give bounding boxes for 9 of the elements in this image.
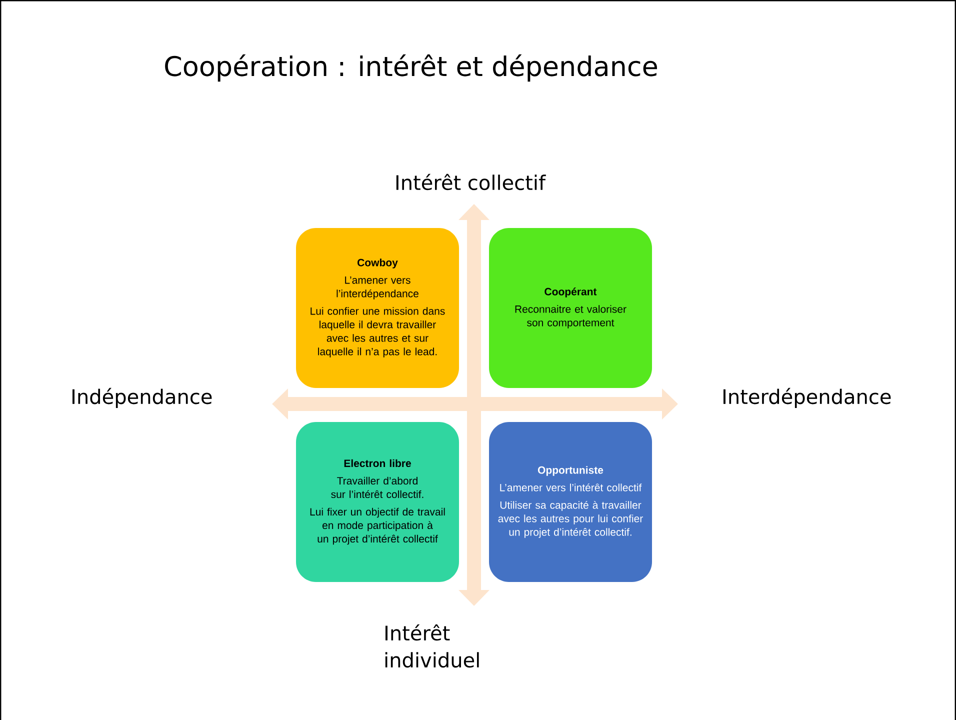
axis-label: Intérêt individuel bbox=[385, 624, 479, 668]
axis-label: Intérêt collectif bbox=[396, 174, 546, 190]
slide-title: Coopération : intérêt et dépendance bbox=[165, 54, 657, 82]
quadrant-box: Cowboy L’amener vers l’interdépendance Lui confier une mission dans laquelle il devra travailler avec les autres et sur laquelle il n’a pas le lead. bbox=[296, 228, 459, 388]
axis-label: Indépendance bbox=[72, 388, 212, 408]
quadrant-box: Electron libre Travailler d’abord sur l’intérêt collectif. Lui fixer un objectif de travail en mode participation à un projet d’intérêt collectif bbox=[296, 422, 459, 582]
axis-label: Interdépendance bbox=[724, 388, 891, 408]
quadrant-box: Coopérant Reconnaitre et valoriser son comportement bbox=[489, 228, 652, 388]
quadrant-box: Opportuniste L’amener vers l’intérêt collectif Utiliser sa capacité à travailler avec les autres pour lui confier un projet d’intérêt collectif. bbox=[489, 422, 652, 582]
